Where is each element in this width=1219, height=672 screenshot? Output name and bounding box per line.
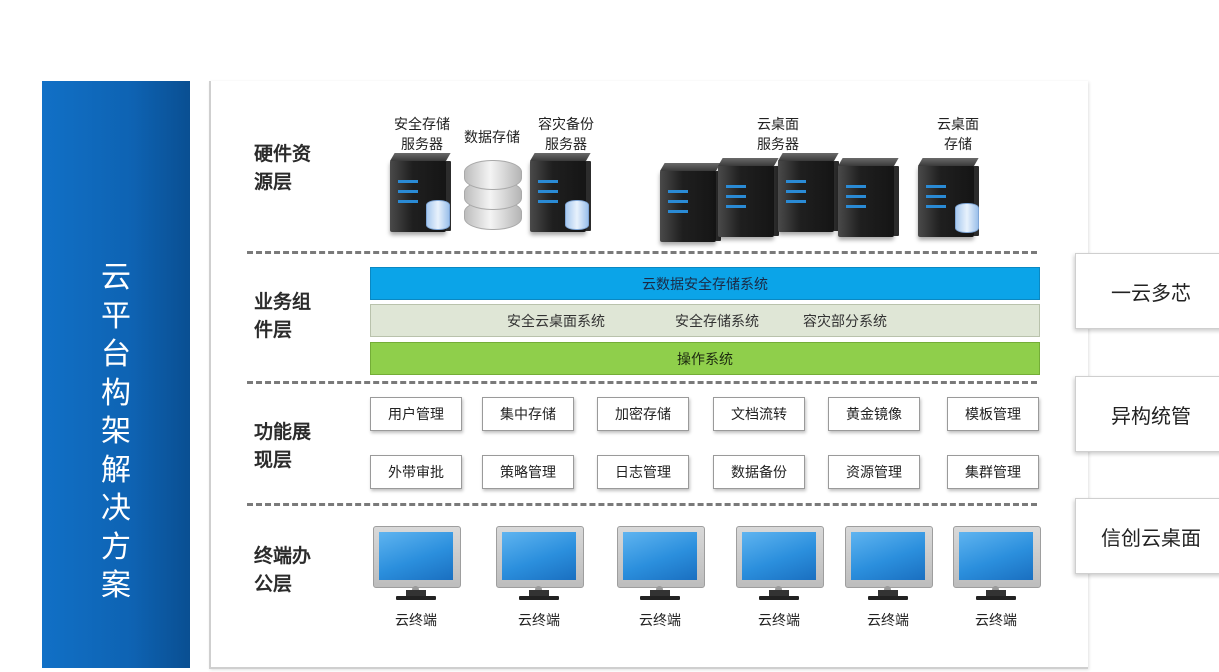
function-box: 策略管理 <box>482 455 574 489</box>
banner-char: 台 <box>101 337 131 372</box>
banner-char: 云 <box>101 260 131 295</box>
badge-heterogeneous-management: 异构统管 <box>1075 376 1219 452</box>
terminal-label: 云终端 <box>975 613 1017 629</box>
monitor-icon <box>736 526 824 600</box>
function-box: 外带审批 <box>370 455 462 489</box>
banner-title: 云 平 台 构 架 解 决 方 案 <box>42 259 190 606</box>
bar-operating-system: 操作系统 <box>370 342 1040 375</box>
function-box: 黄金镜像 <box>828 397 920 431</box>
layer-divider <box>247 381 1037 384</box>
caption-line: 服务器 <box>545 137 587 153</box>
caption-line: 云桌面 <box>757 117 799 133</box>
function-box: 集群管理 <box>947 455 1039 489</box>
layer-label-function: 功能展 现层 <box>254 418 311 474</box>
caption-secure-storage-server: 安全存储 服务器 <box>384 115 460 155</box>
database-icon <box>565 200 589 230</box>
badge-xinchuang-cloud-desktop: 信创云桌面 <box>1075 498 1219 574</box>
caption-data-storage: 数据存储 <box>464 130 520 146</box>
terminal-label: 云终端 <box>395 613 437 629</box>
function-box: 资源管理 <box>828 455 920 489</box>
title-banner: 云 平 台 构 架 解 决 方 案 <box>42 81 190 668</box>
layer-divider <box>247 251 1037 254</box>
terminal-label: 云终端 <box>518 613 560 629</box>
function-box: 数据备份 <box>713 455 805 489</box>
layer-label-line: 业务组 <box>254 291 312 313</box>
caption-line: 安全存储 <box>394 117 450 133</box>
layer-label-line: 源层 <box>254 171 293 193</box>
layer-label-line: 件层 <box>254 319 293 341</box>
monitor-icon <box>617 526 705 600</box>
layer-divider <box>247 503 1037 506</box>
banner-char: 平 <box>101 298 131 334</box>
layer-label-terminal: 终端办 公层 <box>254 542 311 598</box>
monitor-icon <box>953 526 1041 600</box>
banner-char: 架 <box>101 414 131 449</box>
badge-one-cloud-multi-core: 一云多芯 <box>1075 253 1219 329</box>
monitor-icon <box>845 526 933 600</box>
layer-label-hardware: 硬件资 源层 <box>254 140 311 196</box>
system-label: 安全存储系统 <box>675 313 759 330</box>
caption-desktop-server: 云桌面 服务器 <box>740 115 816 155</box>
bar-systems: 安全云桌面系统 安全存储系统 容灾部分系统 <box>370 304 1040 337</box>
layer-label-line: 功能展 <box>254 421 312 443</box>
caption-line: 容灾备份 <box>538 117 594 133</box>
monitor-icon <box>373 526 461 600</box>
caption-desktop-storage: 云桌面 存储 <box>920 115 996 155</box>
caption-line: 服务器 <box>401 137 443 153</box>
database-icon <box>426 200 450 230</box>
bar-cloud-data-secure-storage: 云数据安全存储系统 <box>370 267 1040 300</box>
terminal-label: 云终端 <box>639 613 681 629</box>
terminal-label: 云终端 <box>758 613 800 629</box>
caption-line: 存储 <box>944 137 972 153</box>
layer-label-line: 现层 <box>254 449 293 471</box>
function-box: 文档流转 <box>713 397 805 431</box>
database-icon <box>955 203 979 233</box>
layer-label-line: 终端办 <box>254 545 312 567</box>
caption-line: 云桌面 <box>937 117 979 133</box>
desktop-server-icon <box>838 165 894 237</box>
banner-char: 决 <box>101 491 131 526</box>
system-label: 安全云桌面系统 <box>507 313 605 330</box>
function-box: 模板管理 <box>947 397 1039 431</box>
function-box: 集中存储 <box>482 397 574 431</box>
layer-label-line: 公层 <box>254 573 293 595</box>
function-box: 日志管理 <box>597 455 689 489</box>
system-label: 容灾部分系统 <box>803 313 887 330</box>
caption-line: 服务器 <box>757 137 799 153</box>
banner-char: 解 <box>101 452 131 488</box>
caption-dr-backup-server: 容灾备份 服务器 <box>528 115 604 155</box>
function-box: 加密存储 <box>597 397 689 431</box>
banner-char: 案 <box>101 568 131 603</box>
function-box: 用户管理 <box>370 397 462 431</box>
layer-label-line: 硬件资 <box>254 143 312 165</box>
terminal-label: 云终端 <box>867 613 909 629</box>
desktop-server-icon <box>660 170 716 242</box>
desktop-server-icon <box>778 160 834 232</box>
desktop-server-icon <box>718 165 774 237</box>
layer-label-business: 业务组 件层 <box>254 288 311 344</box>
banner-char: 方 <box>101 529 131 565</box>
banner-char: 构 <box>101 375 131 411</box>
monitor-icon <box>496 526 584 600</box>
